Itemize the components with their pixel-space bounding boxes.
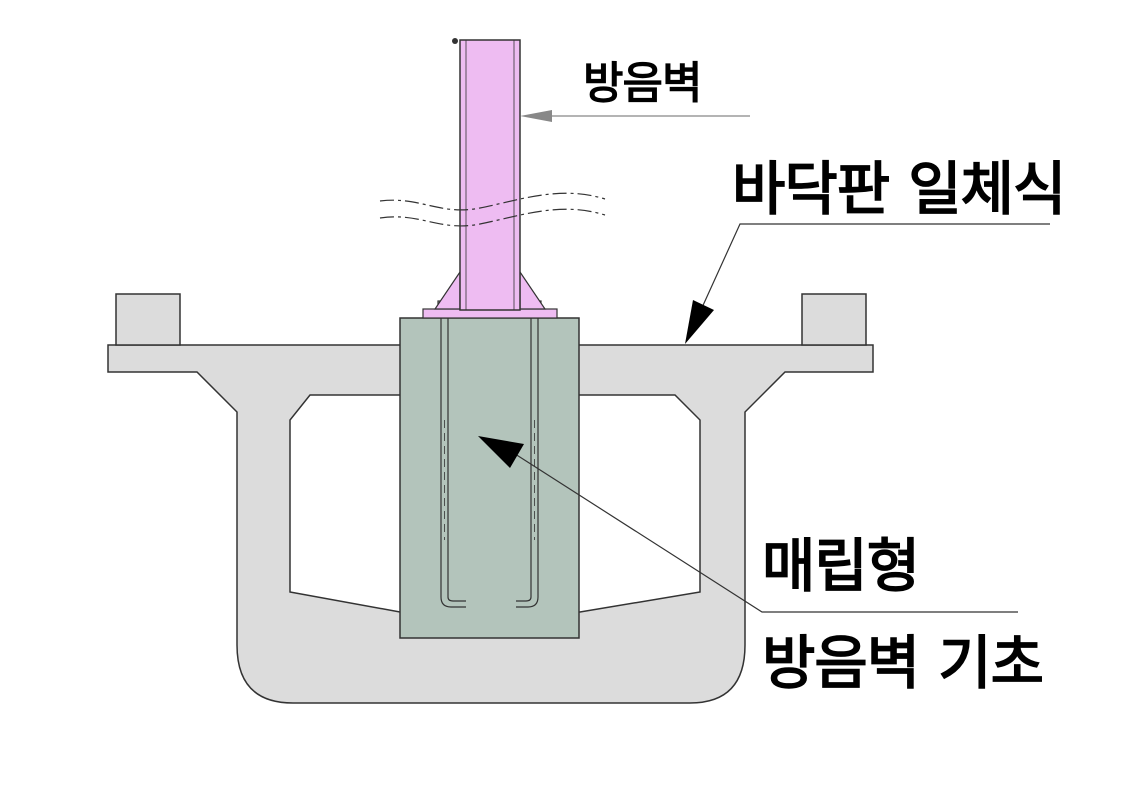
label-deck-integrated: 바닥판 일체식 — [732, 155, 1066, 223]
leader-embedded-foundation — [478, 436, 1018, 613]
leader-deck-integrated — [685, 223, 1050, 344]
box-girder-section — [107, 344, 874, 704]
foundation-block — [399, 317, 580, 639]
sound-wall-post — [459, 39, 521, 311]
label-sound-wall: 방음벽 — [583, 58, 702, 109]
left-parapet — [115, 293, 181, 346]
post-cap-marker — [452, 38, 458, 44]
break-lines — [379, 192, 606, 227]
label-sound-wall-foundation: 방음벽 기초 — [762, 629, 1044, 697]
right-parapet — [801, 293, 867, 346]
leader-sound-wall — [520, 110, 750, 122]
right-stiffener-rib — [519, 270, 547, 310]
left-stiffener-rib — [433, 270, 461, 310]
label-embedded-type: 매립형 — [762, 532, 920, 600]
